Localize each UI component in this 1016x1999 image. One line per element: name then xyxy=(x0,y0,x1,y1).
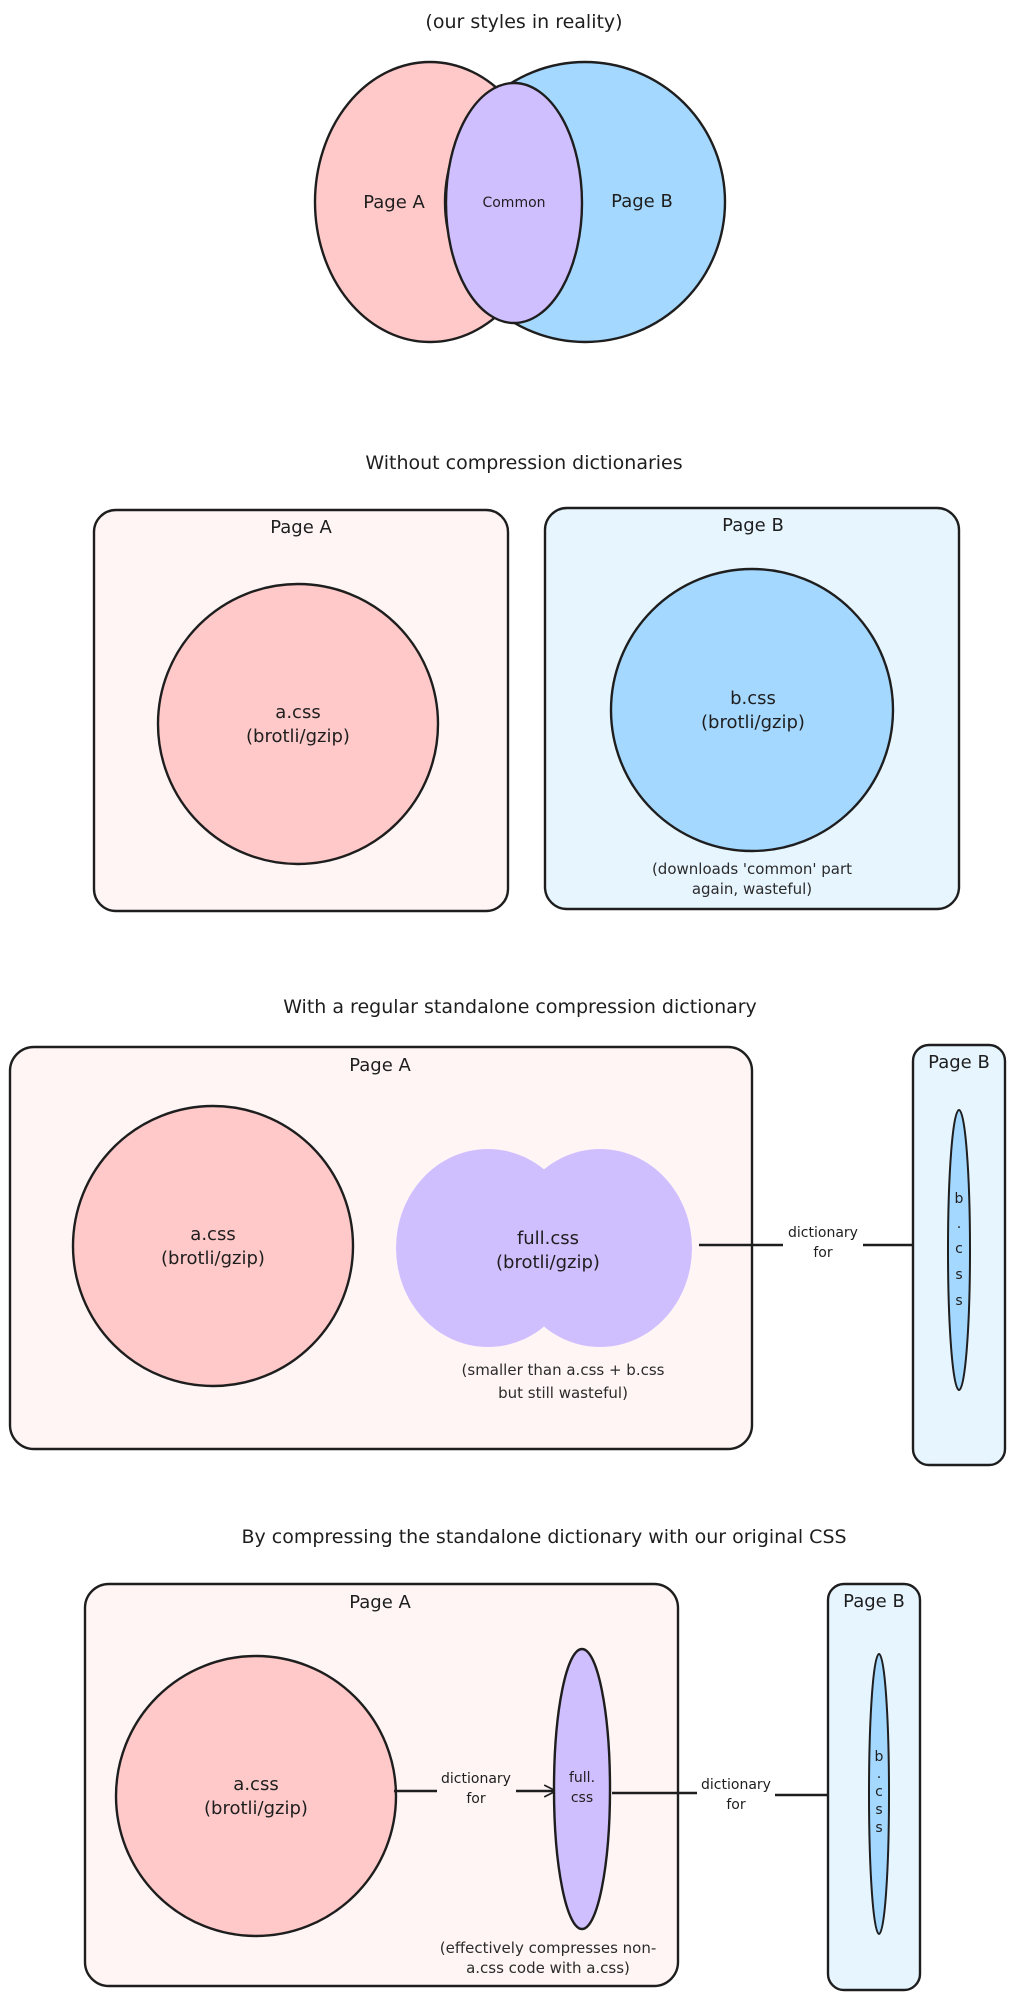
section-standalone-dictionary: With a regular standalone compression di… xyxy=(8,996,1007,1467)
section-compressed-dictionary: By compressing the standalone dictionary… xyxy=(83,1526,922,1992)
page-a-label: Page A xyxy=(270,517,332,538)
section4-page-b: Page B b . c s s xyxy=(826,1582,922,1992)
b-css-thin-ellipse xyxy=(947,1109,971,1391)
a-css-circle xyxy=(156,582,440,866)
full-css-label-line2: css xyxy=(571,1790,593,1806)
b-css-vertical-label: b . c s s xyxy=(955,1191,964,1309)
venn-title: (our styles in reality) xyxy=(425,11,622,33)
section2-title: Without compression dictionaries xyxy=(365,452,682,474)
venn-common-overlap xyxy=(444,81,584,325)
b-css-char: c xyxy=(955,1241,963,1257)
page-b-label: Page B xyxy=(928,1052,990,1073)
venn-page-a-label: Page A xyxy=(363,192,425,213)
section2-page-b: Page B b.css (brotli/gzip) (downloads 'c… xyxy=(543,506,961,911)
b-css-method: (brotli/gzip) xyxy=(701,712,805,733)
arrow-label-line1: dictionary xyxy=(441,1771,511,1787)
page-a-label: Page A xyxy=(349,1592,411,1613)
a-css-circle xyxy=(71,1104,355,1388)
arrow-label-line1: dictionary xyxy=(788,1225,858,1241)
full-css-blob xyxy=(396,1149,692,1347)
arrow-label-line1: dictionary xyxy=(701,1777,771,1793)
full-css-note-line1: (smaller than a.css + b.css xyxy=(462,1361,665,1379)
full-css-method: (brotli/gzip) xyxy=(496,1252,600,1273)
b-css-vertical-label: b . c s s xyxy=(875,1749,884,1836)
a-css-circle xyxy=(114,1654,398,1938)
section2-page-a: Page A a.css (brotli/gzip) xyxy=(92,508,510,913)
b-css-char: s xyxy=(875,1820,882,1836)
b-css-char: s xyxy=(875,1802,882,1818)
full-css-note-line1: (effectively compresses non- xyxy=(440,1939,657,1957)
a-css-method: (brotli/gzip) xyxy=(161,1248,265,1269)
page-b-note-line2: again, wasteful) xyxy=(692,880,812,898)
page-b-label: Page B xyxy=(843,1591,905,1612)
section-without-dictionaries: Without compression dictionaries Page A … xyxy=(92,452,961,913)
page-b-note-line1: (downloads 'common' part xyxy=(652,860,852,878)
full-css-note-line2: but still wasteful) xyxy=(498,1384,628,1402)
section3-page-a: Page A a.css (brotli/gzip) full.css (bro… xyxy=(8,1045,754,1451)
arrow-label-line2: for xyxy=(813,1245,832,1261)
b-css-char: s xyxy=(955,1293,962,1309)
b-css-char: c xyxy=(875,1784,883,1800)
page-b-label: Page B xyxy=(722,515,784,536)
section-venn: (our styles in reality) Page A Common Pa… xyxy=(313,11,727,344)
arrow-label-line2: for xyxy=(726,1797,745,1813)
a-css-method: (brotli/gzip) xyxy=(246,726,350,747)
a-css-filename: a.css xyxy=(190,1224,235,1245)
b-css-char: b xyxy=(955,1191,964,1207)
a-css-filename: a.css xyxy=(233,1774,278,1795)
page-a-label: Page A xyxy=(349,1055,411,1076)
full-css-label-line1: full. xyxy=(569,1770,595,1786)
section3-page-b: Page B b . c s s xyxy=(911,1043,1007,1467)
full-css-ellipse xyxy=(552,1647,612,1931)
b-css-char: s xyxy=(955,1267,962,1283)
section4-title: By compressing the standalone dictionary… xyxy=(241,1526,846,1548)
section4-page-a: Page A a.css (brotli/gzip) dictionary fo… xyxy=(83,1582,680,1988)
section3-title: With a regular standalone compression di… xyxy=(283,996,757,1018)
full-css-blob-bridge xyxy=(488,1170,600,1326)
full-css-note-line2: a.css code with a.css) xyxy=(466,1959,630,1977)
venn-page-b-label: Page B xyxy=(611,191,673,212)
b-css-char: . xyxy=(877,1766,881,1782)
b-css-circle xyxy=(609,567,895,853)
venn-common-label: Common xyxy=(482,195,545,211)
full-css-filename: full.css xyxy=(517,1228,579,1249)
b-css-char: b xyxy=(875,1749,884,1765)
b-css-thin-ellipse xyxy=(868,1653,890,1935)
a-css-method: (brotli/gzip) xyxy=(204,1798,308,1819)
b-css-char: . xyxy=(957,1216,961,1232)
b-css-filename: b.css xyxy=(730,688,776,709)
arrow-label-line2: for xyxy=(466,1791,485,1807)
section4-arrow-a-to-full: dictionary for xyxy=(394,1771,557,1807)
a-css-filename: a.css xyxy=(275,702,320,723)
